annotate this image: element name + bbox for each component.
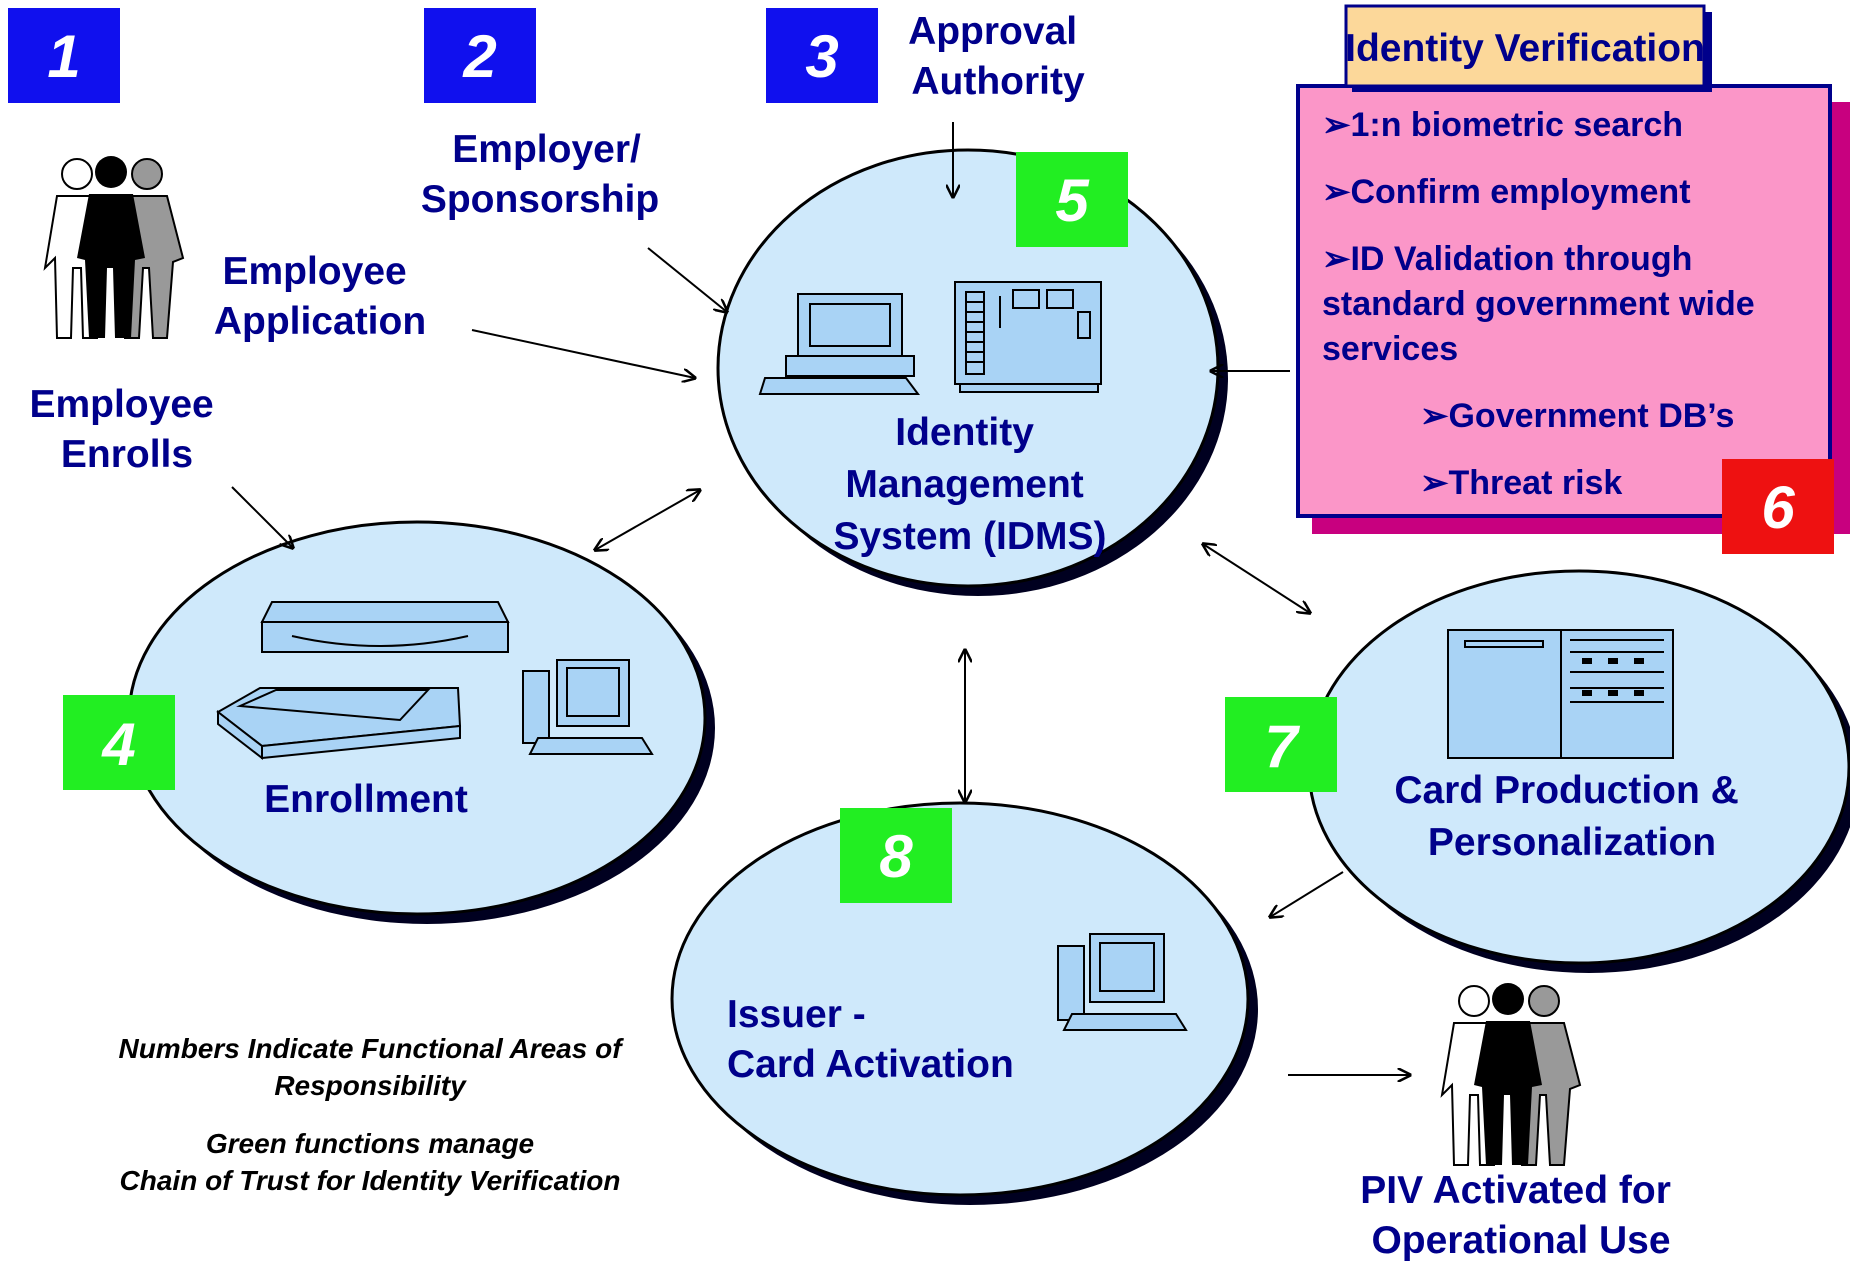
step-2-badge: 2	[424, 8, 536, 103]
fingerprint-scanner-icon	[260, 601, 510, 653]
server-icon	[954, 281, 1102, 393]
flow-arrows	[231, 122, 1410, 1075]
arrow-sponsor-to-idms	[647, 247, 727, 312]
enrollment-label: Enrollment	[264, 778, 468, 821]
step-8-badge: 8	[840, 808, 952, 903]
employee-application-label: Employee Application	[214, 250, 426, 343]
step-6-badge: 6	[1722, 459, 1834, 554]
step-1-badge: 1	[8, 8, 120, 103]
verification-item: ➢ID Validation through	[1322, 240, 1692, 278]
arrow-enrollment-idms	[595, 490, 700, 550]
piv-activated-label: PIV Activated for Operational Use	[1360, 1169, 1681, 1262]
step-5-number: 5	[1055, 167, 1090, 234]
step-4-badge: 4	[63, 695, 175, 790]
step-5-badge: 5	[1016, 152, 1128, 247]
step-2-number: 2	[462, 23, 496, 90]
enrollment-computer-icon	[522, 659, 654, 755]
identity-verification-panel: Identity Verification ➢1:n biometric sea…	[1296, 4, 1850, 534]
employee-enrolls-label: Employee Enrolls	[29, 383, 224, 476]
computer-icon	[758, 293, 920, 395]
arrow-idms-card-production	[1203, 544, 1310, 613]
employer-sponsorship-label: Employer/ Sponsorship	[421, 128, 659, 221]
step-4-number: 4	[101, 711, 135, 778]
note-line: Responsibility	[274, 1070, 467, 1101]
identity-verification-title: Identity Verification	[1345, 27, 1705, 70]
issuer-computer-icon	[1057, 933, 1188, 1031]
arrow-application-to-idms	[471, 329, 695, 378]
arrow-card-production-to-issuer	[1270, 871, 1344, 917]
step-1-number: 1	[47, 23, 80, 90]
verification-item: ➢1:n biometric search	[1322, 106, 1683, 144]
step-6-number: 6	[1761, 474, 1795, 541]
step-8-number: 8	[879, 823, 913, 890]
idms-label: Identity Management System (IDMS)	[833, 411, 1106, 558]
flatbed-scanner-icon	[216, 687, 462, 761]
verification-item: standard government wide	[1322, 285, 1755, 323]
note-line: Numbers Indicate Functional Areas of	[118, 1033, 624, 1064]
arrow-enrolls-to-enrollment	[231, 486, 293, 548]
legend-notes: Numbers Indicate Functional Areas of Res…	[118, 1033, 624, 1196]
card-printer-icon	[1447, 629, 1674, 759]
employee-group-icon	[43, 156, 185, 339]
issuer-node	[670, 801, 1258, 1205]
piv-user-group-icon	[1440, 983, 1582, 1166]
approval-authority-label: Approval Authority	[908, 10, 1088, 103]
step-7-number: 7	[1264, 713, 1300, 780]
verification-item: services	[1322, 330, 1458, 368]
step-7-badge: 7	[1225, 697, 1337, 792]
verification-item: ➢Government DB’s	[1420, 397, 1734, 435]
issuer-label: Issuer - Card Activation	[727, 993, 1014, 1086]
step-3-number: 3	[805, 23, 838, 90]
verification-item: ➢Threat risk	[1420, 464, 1622, 502]
step-3-badge: 3	[766, 8, 878, 103]
verification-item: ➢Confirm employment	[1322, 173, 1691, 211]
note-line: Chain of Trust for Identity Verification	[120, 1165, 621, 1196]
note-line: Green functions manage	[206, 1128, 534, 1159]
card-production-label: Card Production & Personalization	[1394, 769, 1749, 864]
